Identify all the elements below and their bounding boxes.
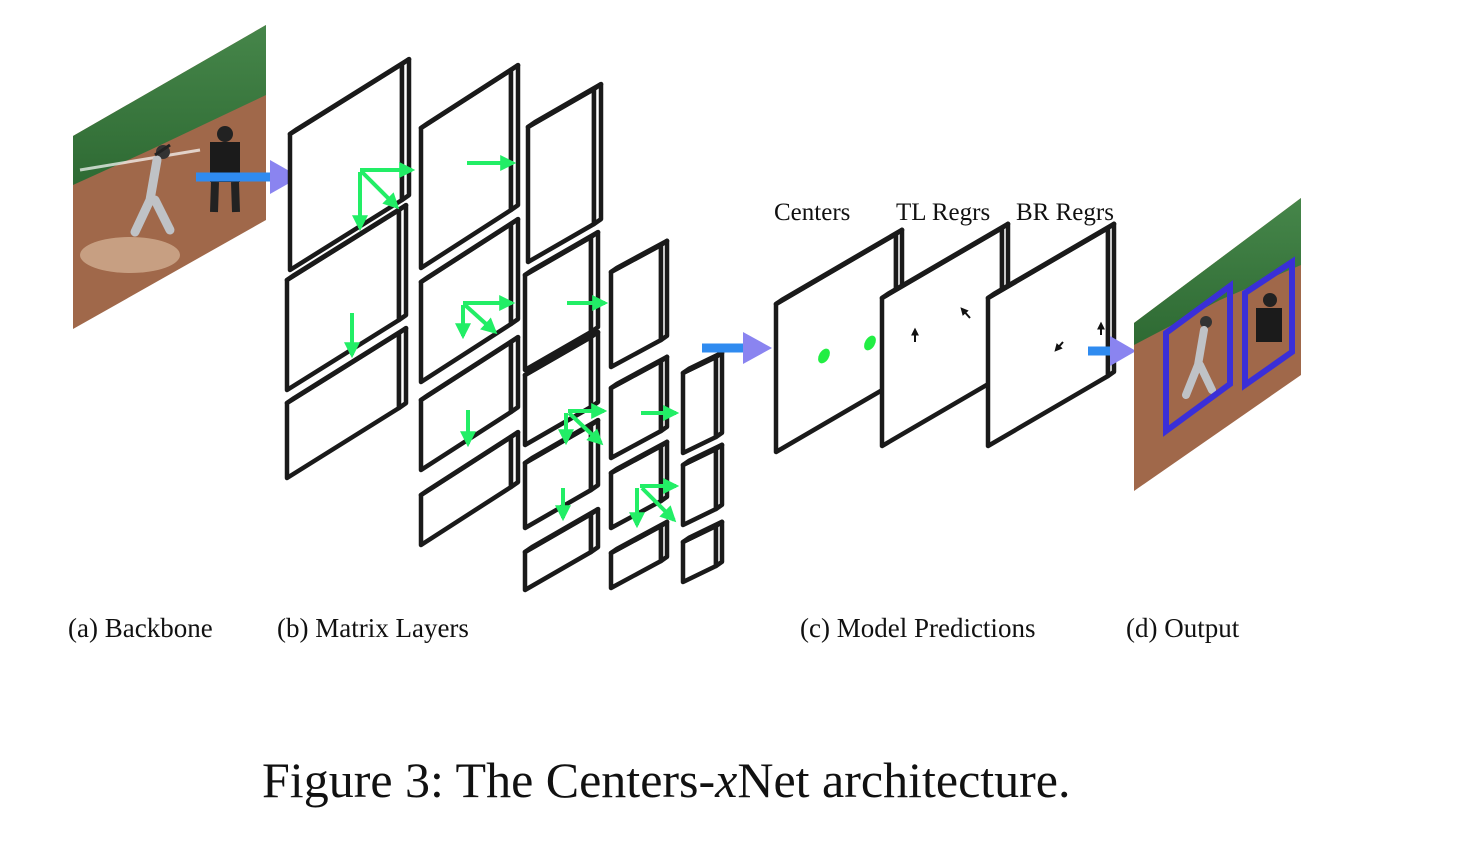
flow-arrow-backbone — [196, 160, 300, 194]
center-blob-2 — [864, 335, 876, 351]
head-label-br: BR Regrs — [1016, 199, 1114, 226]
layer-c1-r2 — [284, 202, 409, 393]
figure-caption: Figure 3: The Centers-xNet architecture. — [262, 752, 1071, 808]
caption-prefix: Figure 3: The Centers- — [262, 752, 715, 808]
flow-arrow-output — [1088, 336, 1136, 366]
tl-regress-arrow-2 — [960, 307, 971, 319]
output-image — [1134, 198, 1301, 491]
layer-c3-r1 — [525, 81, 604, 265]
caption-suffix: Net architecture. — [737, 752, 1070, 808]
skip-arrow-diag-2 — [463, 303, 498, 335]
skip-arrow-diag-1 — [360, 170, 400, 210]
output-umpire — [1256, 293, 1282, 342]
head-label-tl: TL Regrs — [896, 199, 990, 226]
skip-arrow-diag-4 — [640, 486, 677, 523]
layer-c3-r3 — [522, 329, 601, 448]
layer-c2-r4 — [418, 429, 521, 548]
layer-c5-r1 — [680, 350, 725, 456]
head-label-centers: Centers — [774, 199, 850, 226]
head-slab-tl — [879, 221, 1011, 449]
skip-arrow-diag-3 — [567, 411, 604, 446]
batter-figure — [130, 143, 175, 237]
layer-c5-r2 — [680, 442, 725, 528]
layer-c2-r3 — [418, 334, 521, 473]
skip-arrows — [344, 155, 680, 529]
flow-arrow-layers — [702, 332, 772, 364]
layer-c1-r1 — [287, 56, 412, 273]
layer-c4-r1 — [608, 238, 670, 370]
matrix-layers — [284, 56, 725, 593]
bbox-umpire — [1242, 256, 1295, 391]
section-label-c: (c) Model Predictions — [800, 613, 1035, 643]
section-label-b: (b) Matrix Layers — [277, 613, 469, 643]
layer-c3-r5 — [522, 506, 601, 593]
output-batter — [1182, 316, 1216, 399]
layer-c4-r2 — [608, 354, 670, 461]
layer-c2-r1 — [418, 62, 521, 271]
br-regress-arrow-1 — [1054, 341, 1064, 352]
head-slab-br — [985, 221, 1117, 449]
bbox-batter — [1163, 280, 1233, 437]
layer-c4-r4 — [608, 519, 670, 591]
layer-c4-r3 — [608, 439, 670, 531]
layer-c5-r3 — [680, 519, 725, 585]
caption-variable: x — [714, 752, 737, 808]
section-label-d: (d) Output — [1126, 613, 1240, 643]
prediction-heads — [773, 221, 1117, 455]
center-blob-1 — [818, 348, 830, 364]
layer-c3-r2 — [522, 229, 601, 373]
layer-c1-r3 — [284, 325, 409, 481]
section-label-a: (a) Backbone — [68, 613, 213, 643]
